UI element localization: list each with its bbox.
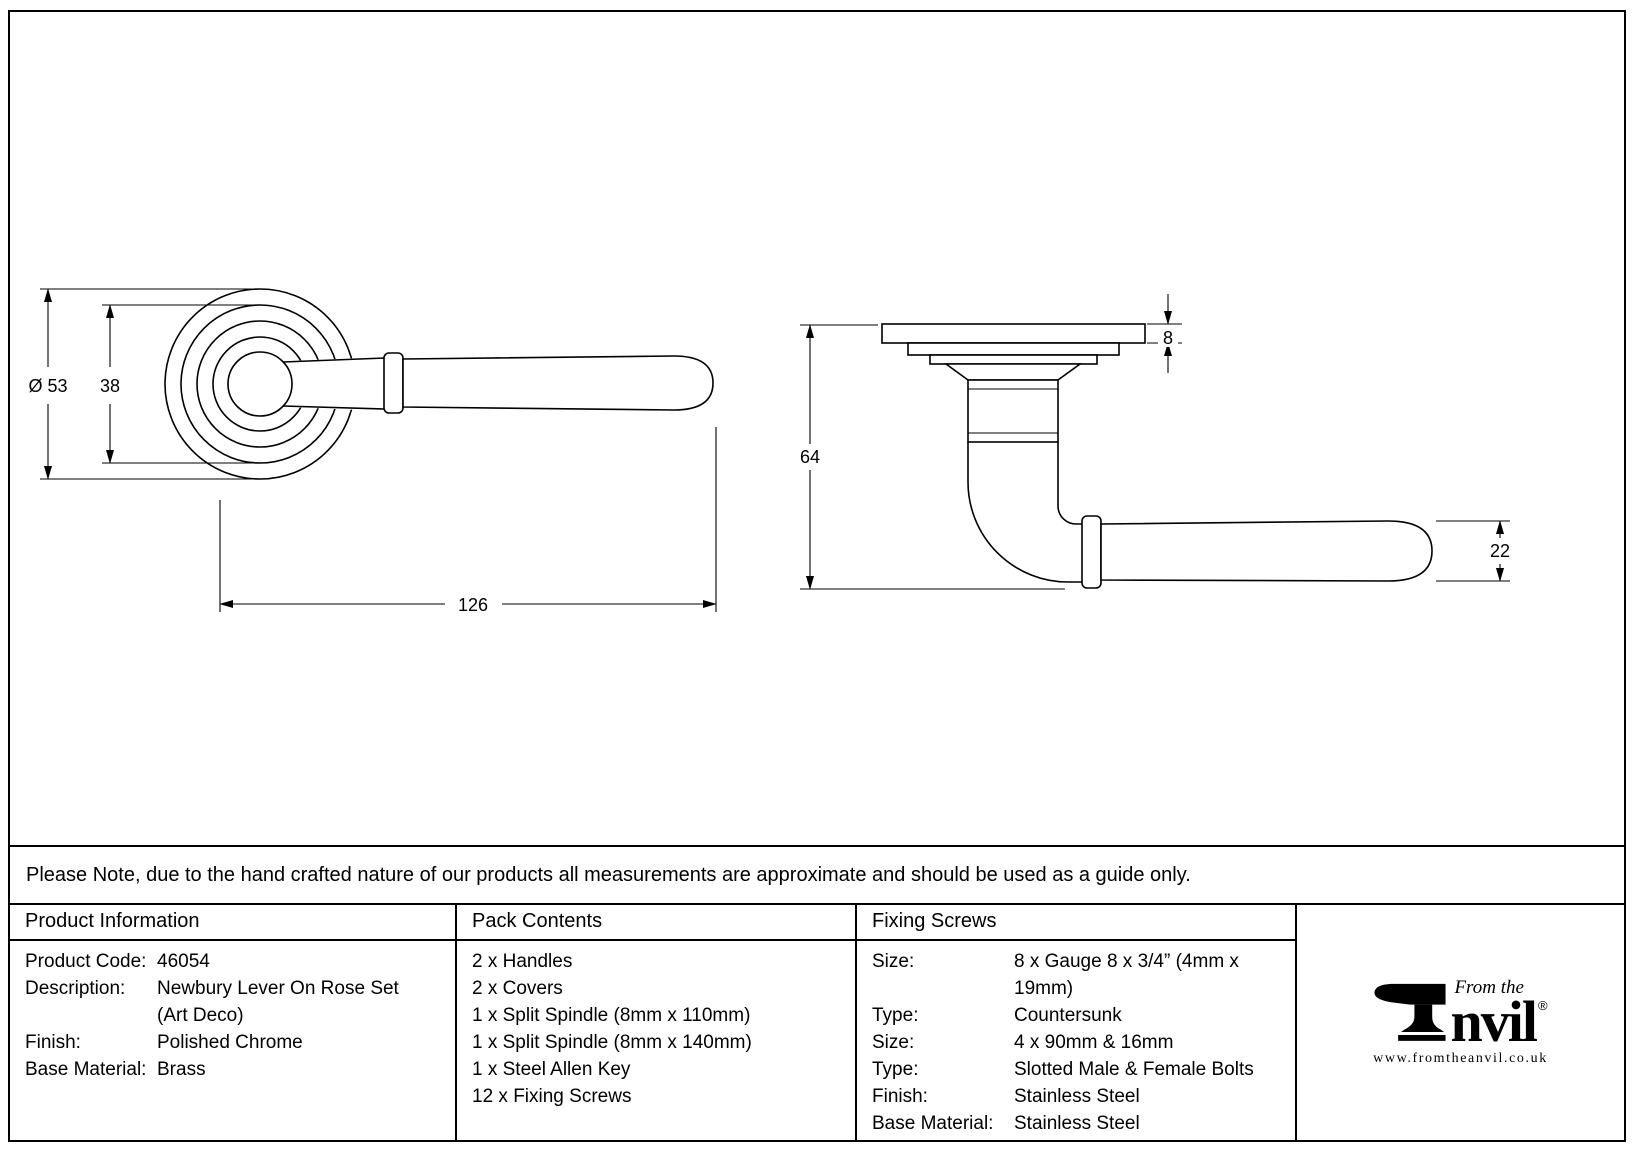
row-label: Finish:	[872, 1086, 928, 1107]
dimension-label-plate: 8	[1163, 328, 1173, 348]
row-value: 8 x Gauge 8 x 3/4” (4mm x 19mm)	[1014, 951, 1239, 999]
side-view-dimensions: 64 8 22	[800, 294, 1510, 590]
row-value: Countersunk	[1014, 1005, 1122, 1026]
brand-website: www.fromtheanvil.co.uk	[1373, 1051, 1548, 1067]
table-row: Description: Newbury Lever On Rose Set	[25, 975, 440, 1002]
lever-elbow-inner	[1057, 442, 1084, 525]
row-value: Stainless Steel	[1014, 1086, 1140, 1107]
product-information-header: Product Information	[10, 905, 455, 941]
lever-neck-fill	[286, 357, 386, 411]
brand-tagline: From the	[1454, 976, 1524, 998]
fixing-screws-header: Fixing Screws	[857, 905, 1295, 941]
lever-grip	[402, 355, 714, 411]
row-label: Size:	[872, 1032, 915, 1053]
info-table: Product Information Product Code: 46054 …	[10, 903, 1624, 1140]
row-value: Brass	[157, 1059, 206, 1080]
rose-plate-side	[881, 323, 1146, 344]
lever-neck-bottom-edge	[282, 405, 386, 410]
brand-name: nvil	[1450, 988, 1537, 1054]
product-information-column: Product Information Product Code: 46054 …	[10, 905, 457, 1140]
dimension-label-length: 126	[458, 595, 488, 615]
lever-elbow-outer	[967, 442, 1084, 583]
dimension-label-grip: 22	[1490, 541, 1510, 561]
table-row: Base Material: Brass	[25, 1056, 440, 1083]
technical-drawing: Ø 53 38 126	[28, 288, 1510, 615]
row-value: Newbury Lever On Rose Set	[157, 978, 399, 999]
dimension-label-rose: 38	[100, 376, 120, 396]
row-label: Size:	[872, 951, 915, 972]
pack-contents-column: Pack Contents 2 x Handles 2 x Covers 1 x…	[457, 905, 857, 1140]
row-value: Slotted Male & Female Bolts	[1014, 1059, 1254, 1080]
table-row: Base Material: Stainless Steel	[872, 1110, 1280, 1137]
row-label: Type:	[872, 1005, 919, 1026]
list-item: 2 x Handles	[472, 951, 573, 972]
side-view	[881, 323, 1433, 589]
anvil-icon	[1373, 979, 1447, 1045]
row-label: Product Code:	[25, 951, 147, 972]
row-value: Stainless Steel	[1014, 1113, 1140, 1134]
front-view-dimensions: Ø 53 38 126	[28, 288, 717, 615]
brand-wordmark: From the nvil ®	[1450, 976, 1548, 1054]
row-label: Finish:	[25, 1032, 81, 1053]
front-view	[164, 288, 714, 480]
table-row: Product Code: 46054	[25, 948, 440, 975]
lever-neck-side	[967, 379, 1059, 443]
technical-drawing-area: Ø 53 38 126	[10, 12, 1624, 845]
lever-collar-side	[1081, 515, 1102, 589]
table-row: Type: Slotted Male & Female Bolts	[872, 1056, 1280, 1083]
sheet-frame: Ø 53 38 126	[8, 10, 1626, 1142]
lever-hub	[227, 351, 293, 417]
rose-step-2	[929, 354, 1098, 365]
row-value: 46054	[157, 951, 210, 972]
rose-flare	[943, 363, 1083, 381]
table-row: Finish: Polished Chrome	[25, 1029, 440, 1056]
table-row: (Art Deco)	[25, 1002, 440, 1029]
row-label: Description:	[25, 978, 126, 999]
rose-step-1	[907, 342, 1120, 356]
brand-logo: From the nvil ®	[1373, 976, 1548, 1054]
row-label: Base Material:	[25, 1059, 147, 1080]
list-item: 2 x Covers	[472, 978, 563, 999]
fixing-screws-column: Fixing Screws Size: 8 x Gauge 8 x 3/4” (…	[857, 905, 1297, 1140]
list-item: 1 x Steel Allen Key	[472, 1059, 631, 1080]
table-row: Finish: Stainless Steel	[872, 1083, 1280, 1110]
approximation-note: Please Note, due to the hand crafted nat…	[10, 845, 1624, 903]
product-information-body: Product Code: 46054 Description: Newbury…	[10, 941, 455, 1087]
lever-grip-side	[1100, 520, 1433, 582]
row-value: Polished Chrome	[157, 1032, 303, 1053]
brand-cell: From the nvil ® www.fromtheanvil.co.uk	[1297, 905, 1624, 1140]
registered-trademark-symbol: ®	[1537, 997, 1548, 1013]
pack-contents-body: 2 x Handles 2 x Covers 1 x Split Spindle…	[457, 941, 855, 1114]
row-label: Base Material:	[872, 1113, 994, 1134]
lever-neck-top-edge	[282, 357, 386, 363]
list-item: 12 x Fixing Screws	[472, 1086, 632, 1107]
table-row: Type: Countersunk	[872, 1002, 1280, 1029]
table-row: Size: 4 x 90mm & 16mm	[872, 1029, 1280, 1056]
dimension-label-height: 64	[800, 447, 820, 467]
list-item: 1 x Split Spindle (8mm x 110mm)	[472, 1005, 751, 1026]
row-label: Type:	[872, 1059, 919, 1080]
row-value: (Art Deco)	[157, 1005, 244, 1026]
fixing-screws-body: Size: 8 x Gauge 8 x 3/4” (4mm x 19mm) Ty…	[857, 941, 1295, 1141]
lever-collar	[383, 352, 404, 414]
dimension-label-diameter: Ø 53	[28, 376, 67, 396]
row-value: 4 x 90mm & 16mm	[1014, 1032, 1174, 1053]
pack-contents-header: Pack Contents	[457, 905, 855, 941]
dim-label-backing	[1158, 329, 1178, 347]
table-row: Size: 8 x Gauge 8 x 3/4” (4mm x 19mm)	[872, 948, 1280, 1002]
list-item: 1 x Split Spindle (8mm x 140mm)	[472, 1032, 752, 1053]
row-label	[25, 1002, 157, 1029]
